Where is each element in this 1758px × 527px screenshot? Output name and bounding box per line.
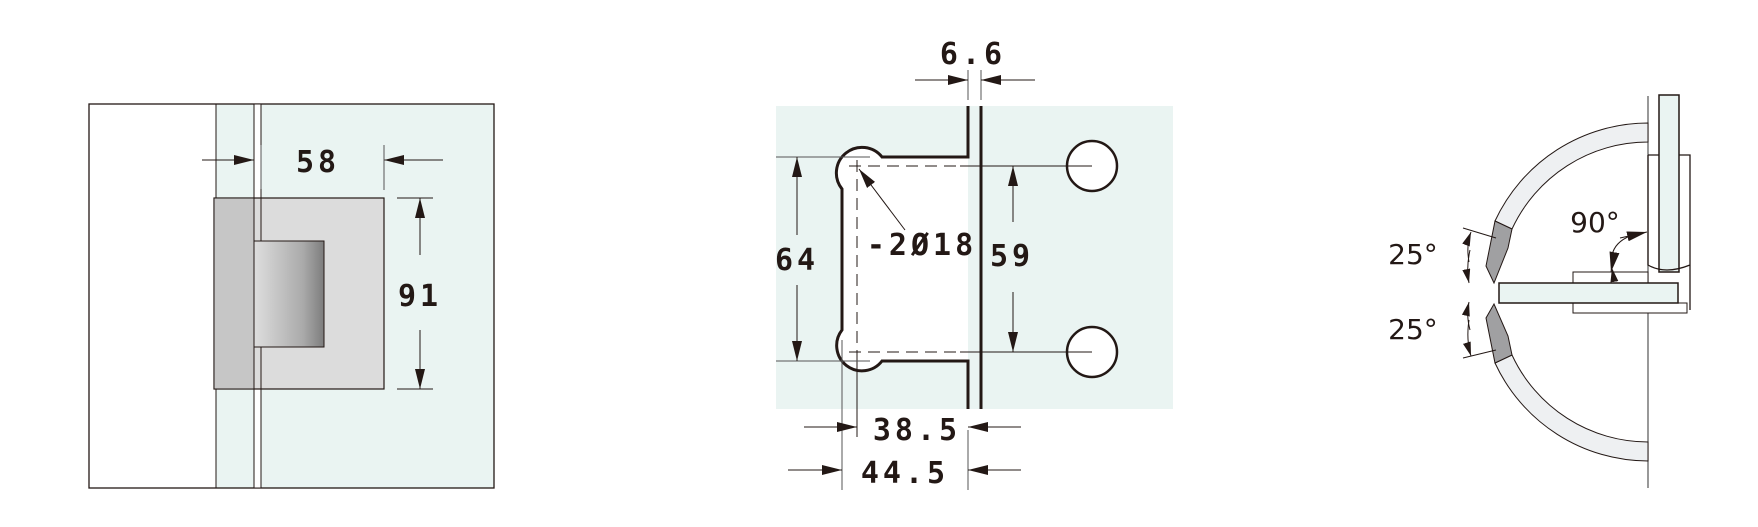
upper-angle-label: 25°: [1388, 238, 1438, 271]
rotation-view: 25° 25° 90°: [1388, 94, 1691, 488]
plan-view: 6.6 64 59 -2Ø18 38.5 44.5: [775, 37, 1173, 491]
inner-width-dimension: 38.5: [873, 413, 961, 448]
front-view: 58 91: [88, 103, 495, 489]
left-height-dimension: 64: [775, 243, 819, 278]
right-height-dimension: 59: [990, 239, 1034, 274]
height-dimension: 91: [398, 279, 442, 314]
right-angle-label: 90°: [1570, 206, 1620, 239]
gap-dimension: 6.6: [940, 37, 1006, 72]
lower-angle-label: 25°: [1388, 313, 1438, 346]
outer-width-dimension: 44.5: [861, 456, 949, 491]
hinge-barrel: [253, 240, 325, 348]
door-swing-lower: [1494, 354, 1649, 462]
width-dimension: 58: [296, 145, 340, 180]
hole-dimension: -2Ø18: [867, 228, 977, 263]
door-glass: [1498, 282, 1679, 304]
